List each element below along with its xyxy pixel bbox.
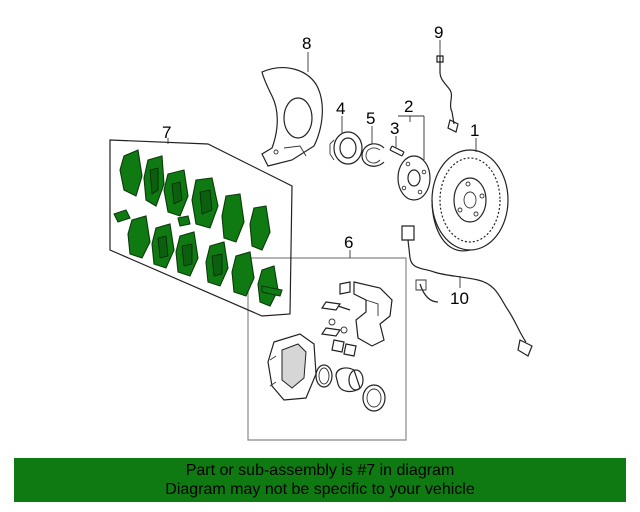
callout-3[interactable]: 3 [390, 119, 399, 138]
pad-top-6 [249, 205, 271, 251]
hub-bearing-part[interactable] [329, 131, 363, 165]
pad-clip-1 [113, 209, 131, 223]
pad-clip-2 [177, 215, 191, 227]
info-banner: Part or sub-assembly is #7 in diagram Di… [14, 458, 626, 502]
caliper-hardware-part[interactable] [320, 281, 357, 357]
callout-10[interactable]: 10 [450, 289, 469, 308]
brake-hose-part[interactable] [436, 55, 459, 133]
pad-bottom-6 [257, 265, 279, 307]
pad-clip-3 [261, 285, 283, 297]
hub-bolt-part[interactable] [389, 145, 405, 157]
brake-pad-kit-part[interactable] [113, 149, 283, 307]
brake-rotor-part[interactable] [431, 149, 509, 252]
pad-kit-outline [109, 139, 293, 317]
pad-top-5 [221, 193, 245, 243]
caliper-assembly-box [247, 257, 407, 441]
callout-6[interactable]: 6 [344, 233, 353, 252]
piston-part[interactable] [335, 367, 364, 393]
pad-top-1 [119, 149, 143, 197]
callout-7[interactable]: 7 [162, 123, 171, 142]
parts-diagram: 8 9 4 5 3 2 [109, 23, 533, 441]
callout-1[interactable]: 1 [470, 121, 479, 140]
caliper-bracket-part[interactable] [353, 281, 393, 347]
snap-ring-part[interactable] [361, 143, 385, 167]
callout-9[interactable]: 9 [434, 23, 443, 42]
callout-4[interactable]: 4 [336, 99, 345, 118]
callout-2[interactable]: 2 [404, 97, 413, 116]
banner-line-part-number: Part or sub-assembly is #7 in diagram [185, 462, 455, 479]
pad-bottom-1 [127, 215, 151, 259]
banner-line-disclaimer: Diagram may not be specific to your vehi… [165, 481, 475, 498]
pad-bottom-5 [231, 251, 255, 297]
abs-sensor-part[interactable] [401, 225, 533, 357]
dust-boot-part[interactable] [362, 384, 386, 412]
leader-2 [398, 115, 425, 160]
piston-seal-part[interactable] [315, 364, 333, 388]
caliper-body-part[interactable] [267, 333, 317, 401]
callout-5[interactable]: 5 [366, 109, 375, 128]
splash-shield-part[interactable] [261, 67, 323, 167]
callout-8[interactable]: 8 [302, 34, 311, 53]
hub-part[interactable] [397, 155, 431, 201]
